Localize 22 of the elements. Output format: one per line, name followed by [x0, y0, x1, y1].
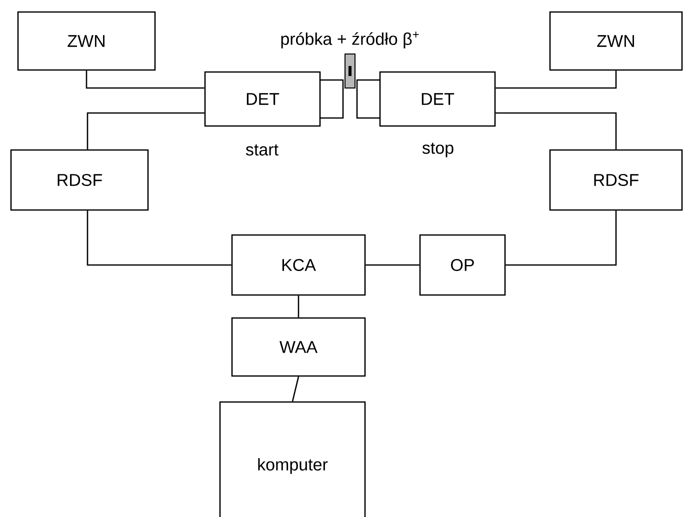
- detector-label: stop: [422, 142, 454, 158]
- sample-label: próbka + źródło β$^{+}$: [281, 32, 419, 48]
- connector-line: [292, 376, 300, 402]
- process-box: DET: [204, 71, 321, 127]
- process-box: RDSF: [549, 149, 683, 211]
- connector-line: [86, 70, 204, 89]
- process-box: KCA: [231, 234, 366, 296]
- process-box: WAA: [231, 317, 366, 377]
- connector-line: [86, 210, 232, 266]
- connector-line: [366, 264, 420, 266]
- connector-line: [496, 112, 617, 150]
- process-box: RDSF: [10, 149, 149, 211]
- connector-line: [506, 210, 617, 266]
- connector-line: [298, 296, 300, 318]
- connector-line: [86, 112, 204, 150]
- connector-line: [496, 70, 617, 89]
- process-box: ZWN: [17, 11, 156, 71]
- process-box: OP: [419, 234, 506, 296]
- detector-label: start: [246, 144, 278, 156]
- process-box: DET: [379, 71, 496, 127]
- process-box: komputer: [219, 401, 366, 517]
- process-box: ZWN: [549, 11, 683, 71]
